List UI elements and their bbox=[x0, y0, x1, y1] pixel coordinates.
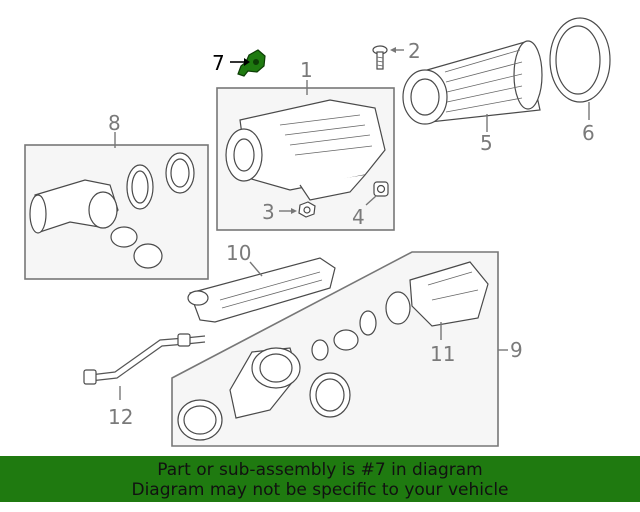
callout-11: 11 bbox=[430, 342, 455, 366]
callout-7: 7 bbox=[212, 51, 225, 75]
callout-4: 4 bbox=[352, 205, 365, 229]
part-11-airbox bbox=[311, 261, 489, 361]
part-7-clip[interactable] bbox=[230, 49, 266, 77]
callout-12: 12 bbox=[108, 405, 133, 429]
banner-line-1: Part or sub-assembly is #7 in diagram bbox=[157, 460, 483, 480]
callout-10: 10 bbox=[226, 241, 251, 265]
callout-8: 8 bbox=[108, 111, 121, 135]
part-8-intake-duct bbox=[29, 132, 195, 269]
part-6-endcap bbox=[549, 17, 611, 120]
callout-3: 3 bbox=[262, 200, 275, 224]
part-3-nut bbox=[279, 201, 316, 218]
banner-line-2: Diagram may not be specific to your vehi… bbox=[131, 480, 509, 500]
notice-banner: Part or sub-assembly is #7 in diagram Di… bbox=[0, 456, 640, 502]
part-1-housing bbox=[225, 80, 386, 201]
part-12-hose bbox=[83, 333, 206, 400]
callout-5: 5 bbox=[480, 131, 493, 155]
callout-2: 2 bbox=[408, 39, 421, 63]
callout-6: 6 bbox=[582, 121, 595, 145]
callout-9: 9 bbox=[510, 338, 523, 362]
parts-diagram: 7 2 5 6 bbox=[24, 17, 611, 447]
part-10-resonator bbox=[187, 257, 336, 323]
part-9-duct-assembly bbox=[177, 347, 508, 441]
part-2-bolt bbox=[372, 45, 404, 70]
callout-1: 1 bbox=[300, 58, 313, 82]
part-5-filter bbox=[402, 40, 543, 132]
part-4-grommet bbox=[365, 181, 389, 206]
